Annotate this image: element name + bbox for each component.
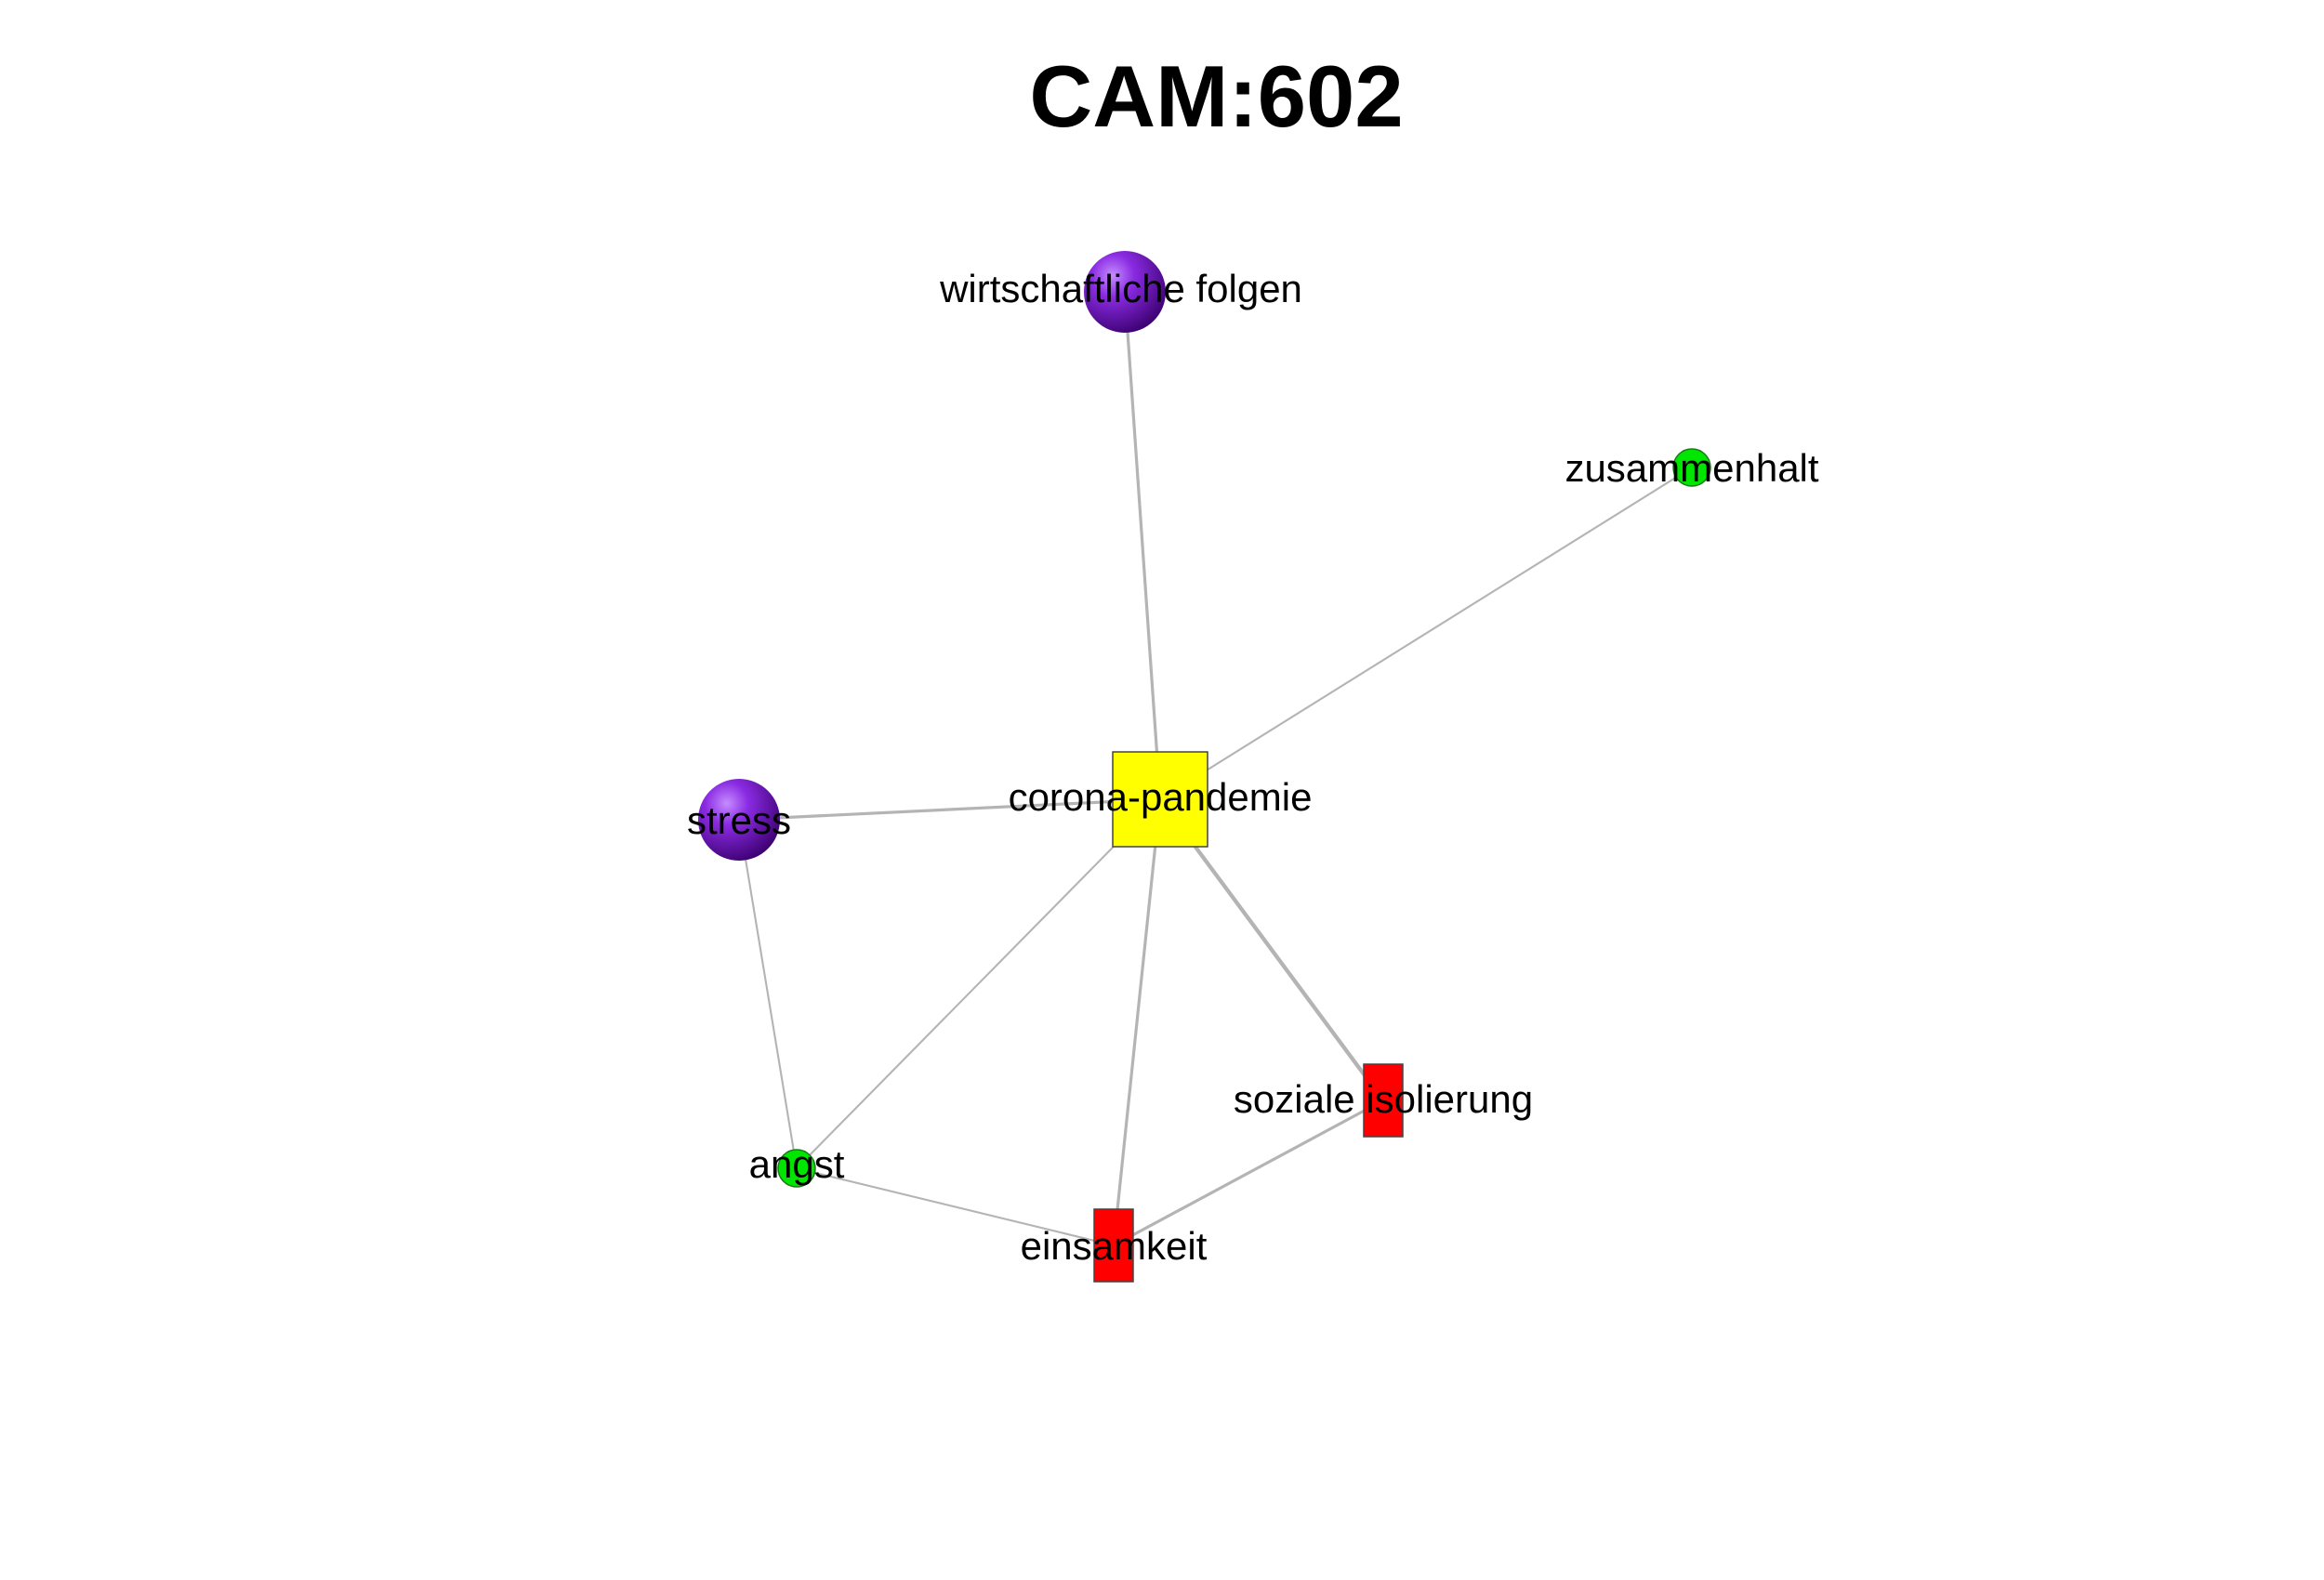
edge-stress-angst xyxy=(737,819,799,1169)
node-stress xyxy=(698,779,780,861)
diagram-title: CAM:602 xyxy=(1029,47,1404,145)
node-einsamkeit xyxy=(1093,1208,1134,1283)
node-label-angst: angst xyxy=(749,1142,845,1186)
node-zusammenhalt xyxy=(1672,448,1711,487)
edge-corona-angst xyxy=(796,798,1161,1169)
node-soziale xyxy=(1363,1063,1404,1138)
edge-corona-wirtschaftliche xyxy=(1123,291,1162,800)
node-label-wirtschaftliche: wirtschaftliche folgen xyxy=(939,267,1302,310)
node-label-corona: corona-pandemie xyxy=(1009,775,1313,819)
node-angst xyxy=(777,1149,816,1188)
edge-corona-einsamkeit xyxy=(1112,798,1162,1246)
nodes-layer xyxy=(698,251,1711,1283)
edge-corona-stress xyxy=(738,797,1161,822)
node-label-zusammenhalt: zusammenhalt xyxy=(1565,446,1818,490)
edge-corona-soziale xyxy=(1158,797,1385,1102)
node-label-einsamkeit: einsamkeit xyxy=(1021,1224,1208,1268)
edge-angst-einsamkeit xyxy=(796,1166,1115,1247)
node-label-stress: stress xyxy=(687,798,791,842)
labels-layer: wirtschaftliche folgen zusammenhalt corona… xyxy=(687,267,1819,1268)
node-label-soziale: soziale isolierung xyxy=(1234,1077,1533,1121)
edge-corona-zusammenhalt xyxy=(1159,467,1693,800)
node-wirtschaftliche xyxy=(1084,251,1166,333)
edges-layer xyxy=(737,291,1693,1247)
edge-einsamkeit-soziale xyxy=(1113,1099,1384,1247)
node-corona xyxy=(1112,751,1208,848)
